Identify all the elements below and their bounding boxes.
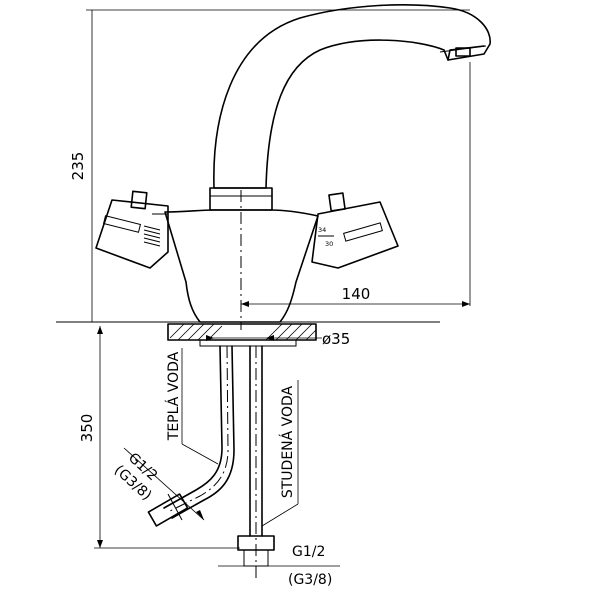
right-handle-knob <box>328 192 346 212</box>
hot-thread-leader <box>123 447 205 521</box>
left-handle-block <box>95 199 169 269</box>
cold-water-pipe <box>218 345 340 580</box>
faucet-body <box>164 209 319 323</box>
spout <box>213 4 491 189</box>
hot-label-pointer <box>181 443 219 465</box>
dimension-label-140: 140 <box>342 285 371 303</box>
arrow-140-left <box>241 301 249 307</box>
right-handle-slot <box>343 222 383 242</box>
base-hatch-right <box>265 323 317 341</box>
cold-thread-alt: (G3/8) <box>288 572 332 588</box>
left-handle-tick-3 <box>143 233 161 239</box>
hot-thread-arrow <box>196 510 204 520</box>
left-handle-tick-5 <box>143 241 161 247</box>
diameter-arrow-left <box>206 335 214 341</box>
spout-body <box>213 4 491 189</box>
base-plate <box>167 323 317 347</box>
base-hatch-left <box>169 323 223 341</box>
arrow-140-right <box>462 301 470 307</box>
left-handle-slot <box>102 215 142 233</box>
label-hot-water: TEPLÁ VODA <box>165 348 219 465</box>
dimension-label-235: 235 <box>69 152 87 181</box>
dimension-235: 235 <box>69 9 470 323</box>
hot-hose-fitting <box>147 493 189 527</box>
left-handle-tick-2 <box>143 229 161 235</box>
hot-hose-inner <box>171 345 235 519</box>
hot-water-label: TEPLÁ VODA <box>165 351 182 441</box>
dimension-350: 350 <box>78 326 240 549</box>
hot-hose-axis <box>167 345 229 513</box>
arrow-350-top <box>97 326 103 334</box>
cold-thread-main: G1/2 <box>292 544 325 560</box>
spout-aerator <box>455 47 471 57</box>
spout-tip-edge <box>439 45 487 53</box>
hot-thread-spec: G1/2 (G3/8) <box>111 447 205 521</box>
left-handle-knob <box>130 190 148 210</box>
right-handle-mark-34: 34 <box>318 226 326 234</box>
left-handle-tick-4 <box>143 237 161 243</box>
right-handle-block <box>311 201 399 269</box>
hot-fitting-seam <box>167 493 183 521</box>
cold-thread-spec: G1/2 (G3/8) <box>288 544 332 588</box>
dimension-label-350: 350 <box>78 414 96 443</box>
dimension-label-diameter: ø35 <box>322 330 350 348</box>
diameter-arrow-right <box>266 335 274 341</box>
hot-hose-outer <box>163 345 223 509</box>
cold-water-label: STUDENÁ VODA <box>279 385 296 498</box>
dimension-140: 140 <box>241 285 470 307</box>
label-cold-water: STUDENÁ VODA <box>261 380 299 527</box>
base-nut <box>199 339 297 347</box>
left-handle-tick-1 <box>143 225 161 231</box>
right-handle-thermostat: 34 30 <box>311 192 399 269</box>
cold-label-pointer <box>261 503 299 527</box>
hot-water-hose <box>147 345 235 527</box>
left-handle-hot <box>95 190 169 269</box>
dimension-diameter: ø35 <box>206 330 350 348</box>
arrow-350-bottom <box>97 540 103 548</box>
right-handle-mark-30: 30 <box>325 240 333 248</box>
